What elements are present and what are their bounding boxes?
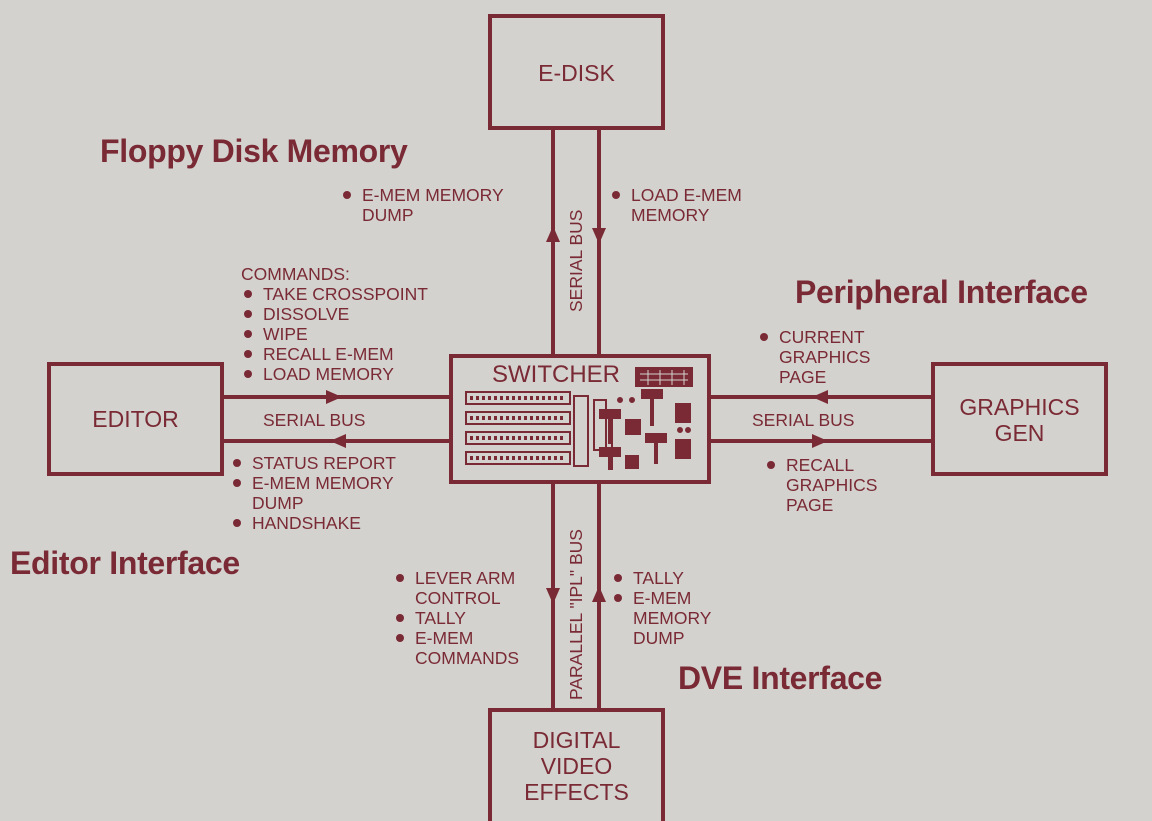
note-item-cont: MEMORY — [633, 608, 712, 628]
editor-returns-note: STATUS REPORT E-MEM MEMORY DUMP HANDSHAK… — [230, 453, 396, 533]
top-left-note: E-MEM MEMORY DUMP — [340, 185, 504, 225]
arrow-down-icon — [592, 228, 606, 244]
dve-left-note: LEVER ARM CONTROL TALLY E-MEM COMMANDS — [393, 568, 519, 668]
graphics-box — [931, 362, 1108, 476]
note-item: E-MEM — [611, 588, 711, 608]
peripheral-heading: Peripheral Interface — [795, 274, 1088, 310]
top-bus-label: SERIAL BUS — [566, 209, 586, 312]
note-item-cont: GRAPHICS — [779, 347, 871, 367]
arrow-right-icon — [326, 390, 342, 404]
floppy-heading: Floppy Disk Memory — [100, 133, 408, 169]
graphics-top-note: CURRENT GRAPHICS PAGE — [757, 327, 870, 387]
note-item: LOAD E-MEM — [609, 185, 742, 205]
dve-heading: DVE Interface — [678, 660, 883, 696]
command-item: DISSOLVE — [241, 304, 428, 324]
edisk-box — [488, 14, 665, 130]
note-item-cont: DUMP — [362, 205, 414, 225]
arrow-left-icon — [330, 434, 346, 448]
switcher-panel-icon — [465, 367, 693, 470]
arrow-up-icon — [546, 226, 560, 242]
editor-heading: Editor Interface — [10, 545, 240, 581]
note-item: TALLY — [611, 568, 711, 588]
command-item: LOAD MEMORY — [241, 364, 428, 384]
note-item: RECALL — [764, 455, 877, 475]
graphics-label-line2: GEN — [994, 420, 1045, 446]
note-item: CURRENT — [757, 327, 870, 347]
note-item-cont: COMMANDS — [415, 648, 520, 668]
note-item: TALLY — [393, 608, 519, 628]
dve-label-line2: VIDEO — [540, 753, 613, 779]
edisk-label: E-DISK — [538, 60, 615, 86]
dve-label: DIGITAL VIDEO EFFECTS — [490, 727, 663, 805]
command-item: RECALL E-MEM — [241, 344, 428, 364]
top-right-note: LOAD E-MEM MEMORY — [609, 185, 742, 225]
editor-label: EDITOR — [92, 406, 179, 432]
note-item: E-MEM — [393, 628, 519, 648]
note-item-cont: GRAPHICS — [786, 475, 878, 495]
note-item: E-MEM MEMORY — [340, 185, 504, 205]
switcher-label: SWITCHER — [492, 361, 620, 388]
return-item-cont: DUMP — [252, 493, 304, 513]
dve-label-line1: DIGITAL — [532, 727, 621, 753]
arrow-right-icon — [812, 434, 828, 448]
note-item-cont: CONTROL — [415, 588, 501, 608]
graphics-label-line1: GRAPHICS — [959, 394, 1080, 420]
switcher-box — [449, 354, 711, 484]
graphics-bottom-note: RECALL GRAPHICS PAGE — [764, 455, 877, 515]
note-item-cont: PAGE — [786, 495, 834, 515]
arrow-down-icon — [546, 588, 560, 604]
bottom-bus-label: PARALLEL "IPL" BUS — [566, 529, 586, 700]
dve-box — [488, 708, 665, 821]
return-item: HANDSHAKE — [230, 513, 396, 533]
note-item-cont: DUMP — [633, 628, 685, 648]
command-item: TAKE CROSSPOINT — [241, 284, 428, 304]
dve-label-line3: EFFECTS — [524, 779, 629, 805]
right-bus-label: SERIAL BUS — [752, 410, 855, 430]
note-item: LEVER ARM — [393, 568, 519, 588]
graphics-label: GRAPHICS GEN — [933, 394, 1106, 446]
command-item: WIPE — [241, 324, 428, 344]
editor-box — [47, 362, 224, 476]
note-item-cont: PAGE — [779, 367, 827, 387]
arrow-up-icon — [592, 586, 606, 602]
note-item-cont: MEMORY — [631, 205, 710, 225]
return-item: STATUS REPORT — [230, 453, 396, 473]
dve-right-note: TALLY E-MEM MEMORY DUMP — [611, 568, 711, 648]
commands-title: COMMANDS: — [241, 264, 350, 284]
return-item: E-MEM MEMORY — [230, 473, 396, 493]
editor-commands-note: COMMANDS: TAKE CROSSPOINT DISSOLVE WIPE … — [241, 264, 428, 384]
left-bus-label: SERIAL BUS — [263, 410, 366, 430]
arrow-left-icon — [812, 390, 828, 404]
